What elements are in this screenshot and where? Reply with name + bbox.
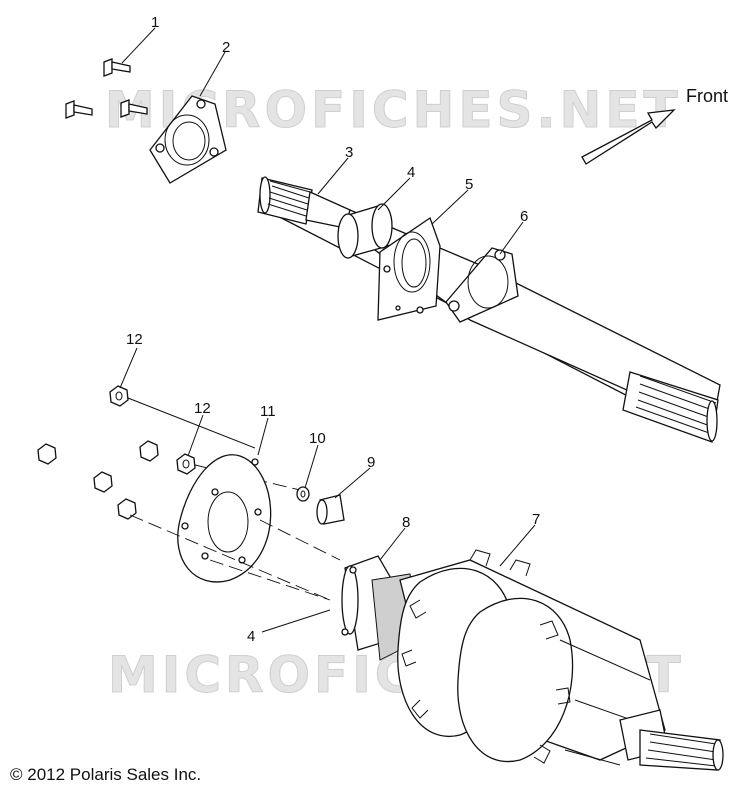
collar-part-4 [337, 203, 393, 259]
front-arrow-icon [581, 109, 676, 165]
callout-8: 8 [402, 514, 410, 531]
callout-11: 11 [260, 403, 276, 420]
copyright-notice: © 2012 Polaris Sales Inc. [10, 765, 201, 784]
round-plate-part-11 [177, 454, 272, 583]
callout-3: 3 [345, 144, 353, 161]
hub-part-8 [341, 555, 421, 661]
callout-7: 7 [532, 511, 540, 528]
washer-part-10 [296, 486, 310, 502]
callout-2: 2 [222, 39, 230, 56]
callout-10: 10 [309, 430, 326, 447]
callout-12-upper: 12 [126, 331, 143, 348]
bearing-flange-part-2 [149, 95, 227, 184]
nut-set-part-12 [37, 385, 196, 520]
sprocket-assembly-part-7 [397, 549, 724, 771]
callout-4-upper: 4 [407, 164, 415, 181]
callout-4-lower: 4 [247, 628, 255, 645]
callout-1: 1 [151, 14, 159, 31]
callout-5: 5 [465, 176, 473, 193]
callout-12-lower: 12 [194, 400, 211, 417]
pin-part-9 [316, 494, 345, 525]
bolt-part-1 [65, 58, 148, 119]
triangle-flange-part-6 [445, 247, 519, 323]
front-label: Front [686, 86, 728, 106]
leader-lines [119, 27, 536, 633]
callout-6: 6 [520, 208, 528, 225]
callout-9: 9 [367, 454, 375, 471]
square-flange-part-5 [377, 216, 441, 321]
